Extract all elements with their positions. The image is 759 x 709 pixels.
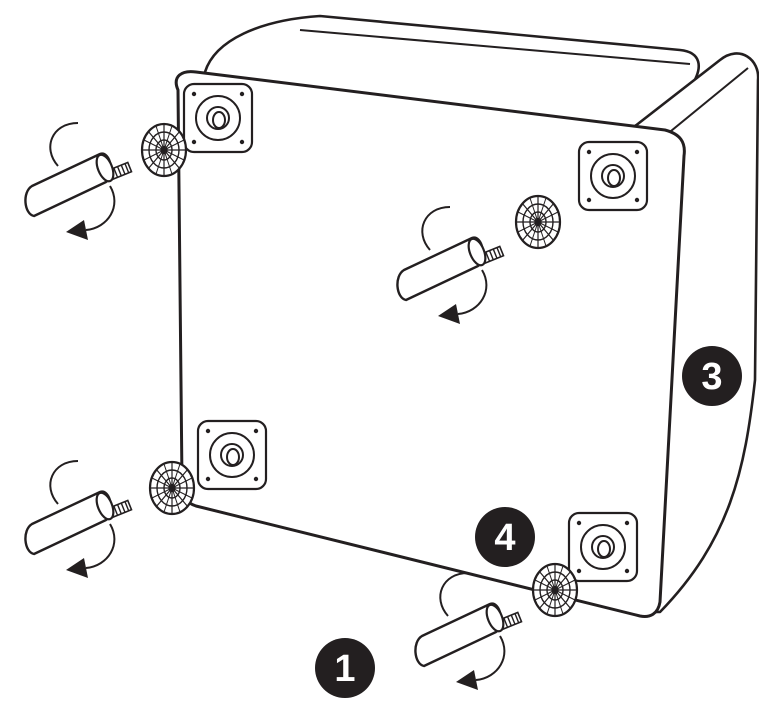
mesh-washer-icon: [148, 460, 196, 516]
callout-1-label: 1: [334, 648, 355, 690]
mesh-washer-icon: [531, 562, 579, 618]
screw-in-leg-icon: [414, 571, 523, 692]
callout-1-badge: 1: [315, 638, 375, 698]
callout-3-badge: 3: [682, 346, 742, 406]
mounting-plate-icon: [577, 140, 649, 212]
mesh-washer-icon: [140, 122, 188, 178]
callout-4-badge: 4: [475, 507, 535, 567]
callout-3-label: 3: [701, 356, 722, 398]
mounting-plate-icon: [182, 82, 254, 154]
screw-in-leg-icon: [24, 459, 133, 580]
mounting-plate-icon: [567, 511, 639, 583]
mesh-washer-icon: [514, 194, 562, 250]
callout-4-label: 4: [494, 517, 515, 559]
screw-in-leg-icon: [24, 121, 133, 242]
cabinet-body: [174, 14, 759, 618]
mounting-plate-icon: [196, 419, 268, 491]
